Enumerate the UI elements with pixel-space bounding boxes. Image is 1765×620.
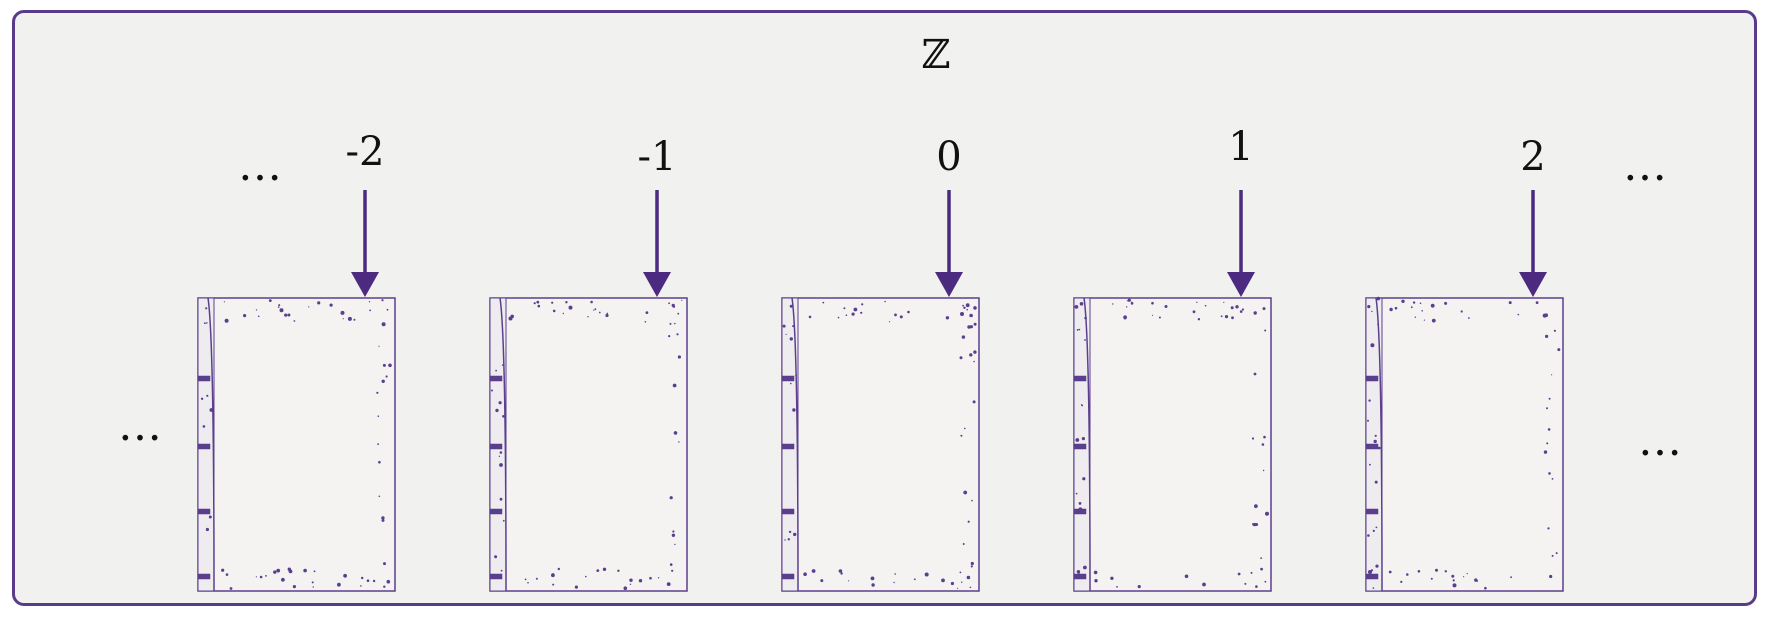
integer-item: -2 <box>197 129 396 592</box>
integer-item: 0 <box>781 134 980 592</box>
notebook-icon <box>197 297 396 592</box>
arrow-down-icon <box>1227 190 1255 297</box>
integer-label: 2 <box>1520 134 1545 180</box>
ellipsis-left: … <box>118 400 162 451</box>
integer-item: 2 <box>1365 134 1564 592</box>
ellipsis-top-left: … <box>238 140 282 191</box>
arrow-down-icon <box>1519 190 1547 297</box>
items-layer: -2 -1 0 1 2 <box>197 124 1564 592</box>
ellipsis-top-right: … <box>1623 140 1667 191</box>
integer-label: 0 <box>936 134 961 180</box>
arrow-down-icon <box>351 190 379 297</box>
integer-item: 1 <box>1073 124 1272 592</box>
set-symbol-title: ℤ <box>921 32 950 78</box>
notebook-icon <box>781 297 980 592</box>
notebook-icon <box>1073 297 1272 592</box>
integer-label: -1 <box>638 134 677 180</box>
integer-label: -2 <box>346 129 385 175</box>
notebook-icon <box>489 297 688 592</box>
arrow-down-icon <box>643 190 671 297</box>
arrow-down-icon <box>935 190 963 297</box>
integer-item: -1 <box>489 134 688 592</box>
notebook-icon <box>1365 296 1564 592</box>
ellipsis-right: … <box>1638 415 1682 466</box>
integer-label: 1 <box>1228 124 1253 170</box>
